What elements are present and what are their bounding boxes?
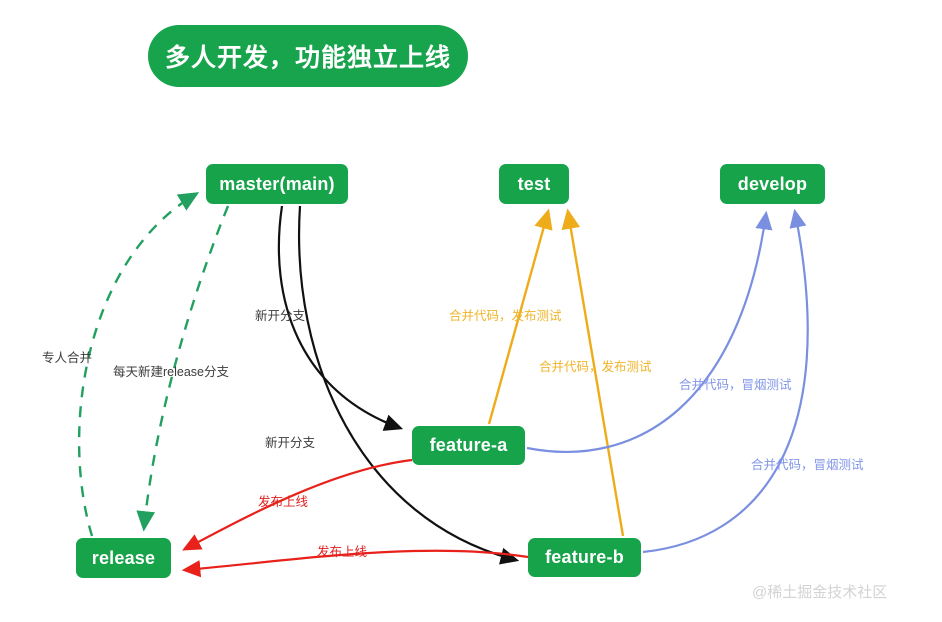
edge-master-to-release <box>136 205 230 532</box>
watermark: @稀土掘金技术社区 <box>752 584 888 601</box>
edge-label-xinkai-fenzhi-2: 新开分支 <box>265 436 316 450</box>
edge-feature-a-to-develop <box>526 210 773 453</box>
node-release[interactable]: release <box>76 538 171 578</box>
title-banner: 多人开发，功能独立上线 <box>148 25 468 87</box>
node-test-label: test <box>517 173 551 194</box>
title-text: 多人开发，功能独立上线 <box>164 44 451 72</box>
edge-release-to-master <box>78 192 200 537</box>
edge-label-xinkai-fenzhi-1: 新开分支 <box>255 309 306 323</box>
edge-feature-b-to-release <box>181 549 529 578</box>
node-feature-a[interactable]: feature-a <box>412 426 525 465</box>
edge-label-fabu-shangxian-1: 发布上线 <box>258 495 309 509</box>
node-feature-a-label: feature-a <box>429 435 508 455</box>
node-feature-b[interactable]: feature-b <box>528 538 641 577</box>
node-master-label: master(main) <box>219 173 335 194</box>
node-master[interactable]: master(main) <box>206 164 348 204</box>
node-develop-label: develop <box>737 173 808 194</box>
node-develop[interactable]: develop <box>720 164 825 204</box>
edge-label-meitian-release: 每天新建release分支 <box>113 365 229 379</box>
edge-feature-a-to-release <box>182 458 413 551</box>
edge-label-hebing-maoyan-1: 合并代码，冒烟测试 <box>679 378 792 392</box>
edge-label-hebing-fabu-2: 合并代码，发布测试 <box>539 360 652 374</box>
node-release-label: release <box>91 547 156 568</box>
edge-feature-b-to-develop <box>642 208 809 554</box>
node-test[interactable]: test <box>499 164 569 204</box>
edge-master-to-feature-a <box>277 205 404 431</box>
edge-label-fabu-shangxian-2: 发布上线 <box>317 545 368 559</box>
edge-feature-a-to-test <box>487 208 553 425</box>
node-feature-b-label: feature-b <box>545 547 624 567</box>
edge-feature-b-to-test <box>561 208 625 537</box>
edge-label-hebing-maoyan-2: 合并代码，冒烟测试 <box>751 458 864 472</box>
edge-label-zhuanren-hebing: 专人合并 <box>42 351 93 365</box>
edge-label-hebing-fabu-1: 合并代码，发布测试 <box>449 309 562 323</box>
edge-master-to-feature-b <box>298 205 520 565</box>
